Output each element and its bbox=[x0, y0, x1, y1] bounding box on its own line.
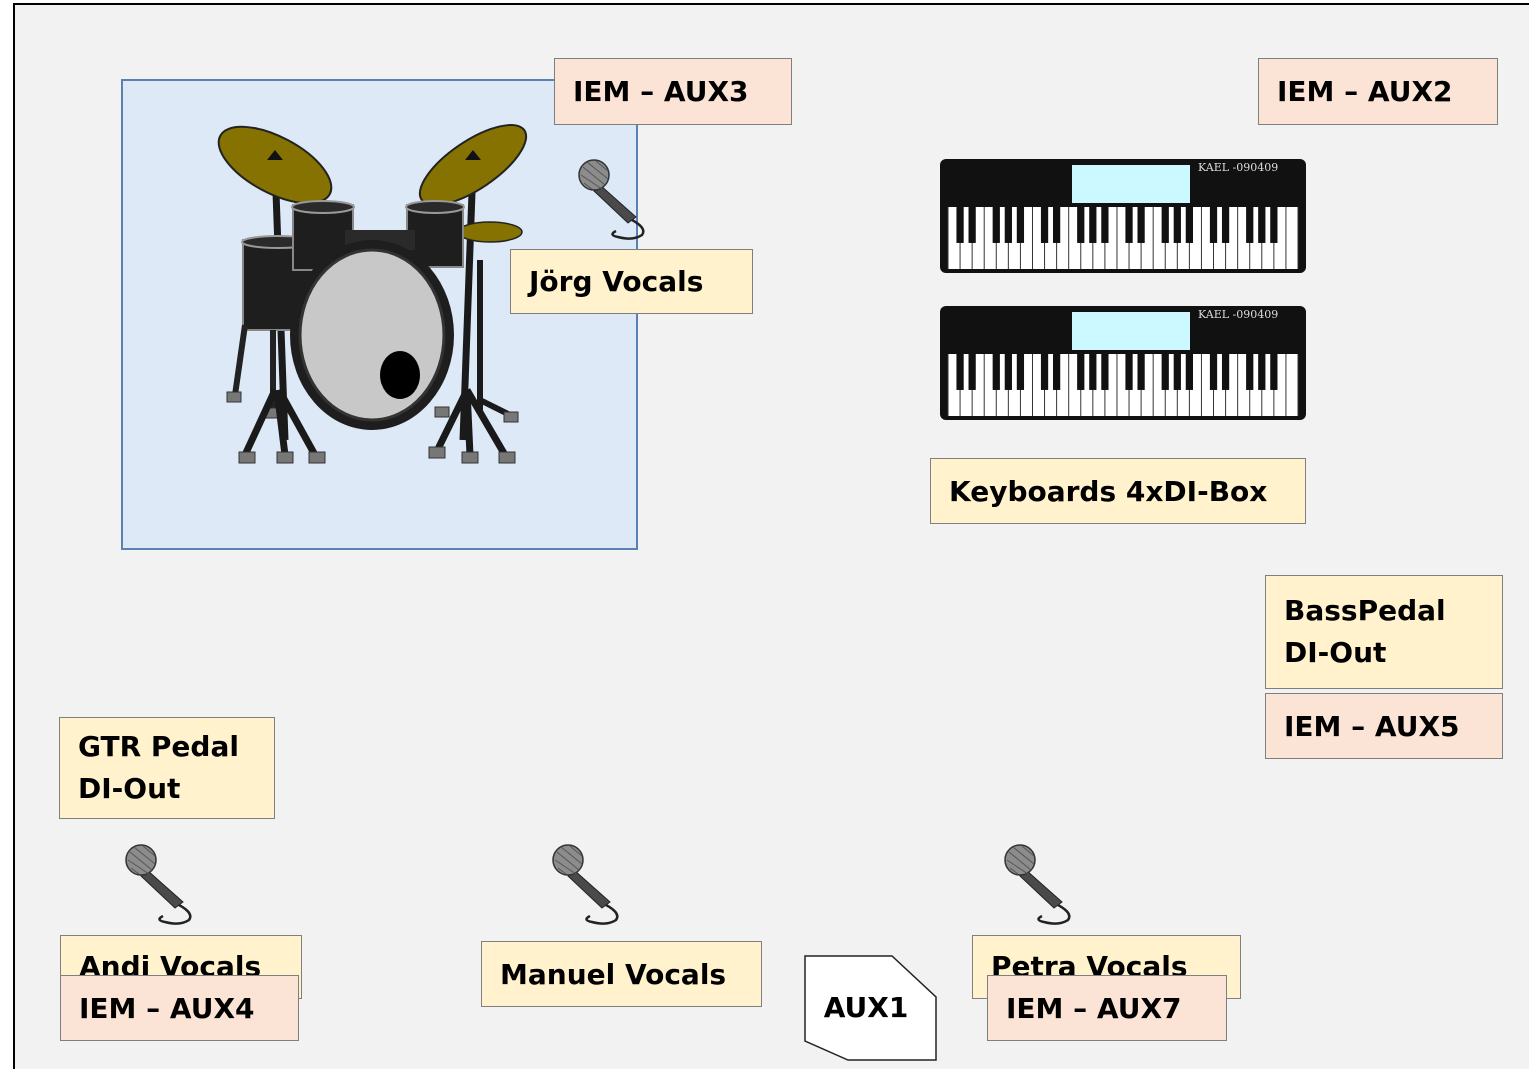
keyboard-brand-text: KAEL -090409 bbox=[1198, 308, 1278, 321]
keyboard-icon: KAEL -090409 bbox=[940, 159, 1306, 273]
drum-kit-icon bbox=[217, 124, 528, 464]
joerg-vocals-text: Jörg Vocals bbox=[529, 265, 704, 298]
keyboard-icon: KAEL -090409 bbox=[940, 306, 1306, 420]
basspedal-label: BassPedal DI-Out bbox=[1265, 575, 1503, 689]
keyboards-text: Keyboards 4xDI-Box bbox=[949, 474, 1268, 508]
iem-aux3-label: IEM – AUX3 bbox=[554, 58, 792, 125]
iem-aux3-text: IEM – AUX3 bbox=[573, 75, 749, 108]
keyboard-brand-text: KAEL -090409 bbox=[1198, 161, 1278, 174]
joerg-vocals-label: Jörg Vocals bbox=[510, 249, 753, 314]
manuel-vocals-text: Manuel Vocals bbox=[500, 957, 727, 991]
microphone-icon bbox=[577, 158, 645, 240]
iem-aux2-label: IEM – AUX2 bbox=[1258, 58, 1498, 125]
microphone-icon bbox=[551, 843, 619, 925]
wedge-monitor-icon: AUX1 bbox=[804, 955, 937, 1061]
gtr-pedal-line2: DI-Out bbox=[78, 772, 181, 805]
basspedal-line1: BassPedal bbox=[1284, 594, 1446, 627]
iem-aux5-label: IEM – AUX5 bbox=[1265, 693, 1503, 759]
keyboards-label: Keyboards 4xDI-Box bbox=[930, 458, 1306, 524]
microphone-icon bbox=[1003, 843, 1071, 925]
manuel-vocals-label: Manuel Vocals bbox=[481, 941, 762, 1007]
basspedal-line2: DI-Out bbox=[1284, 636, 1387, 669]
microphone-icon bbox=[124, 843, 192, 925]
aux1-text: AUX1 bbox=[824, 991, 909, 1024]
iem-aux5-text: IEM – AUX5 bbox=[1284, 709, 1460, 743]
iem-aux2-text: IEM – AUX2 bbox=[1277, 75, 1453, 108]
gtr-pedal-line1: GTR Pedal bbox=[78, 730, 239, 763]
iem-aux7-text: IEM – AUX7 bbox=[1006, 991, 1182, 1025]
gtr-pedal-label: GTR Pedal DI-Out bbox=[59, 717, 275, 819]
iem-aux7-label: IEM – AUX7 bbox=[987, 975, 1227, 1041]
iem-aux4-text: IEM – AUX4 bbox=[79, 991, 255, 1025]
iem-aux4-label: IEM – AUX4 bbox=[60, 975, 299, 1041]
